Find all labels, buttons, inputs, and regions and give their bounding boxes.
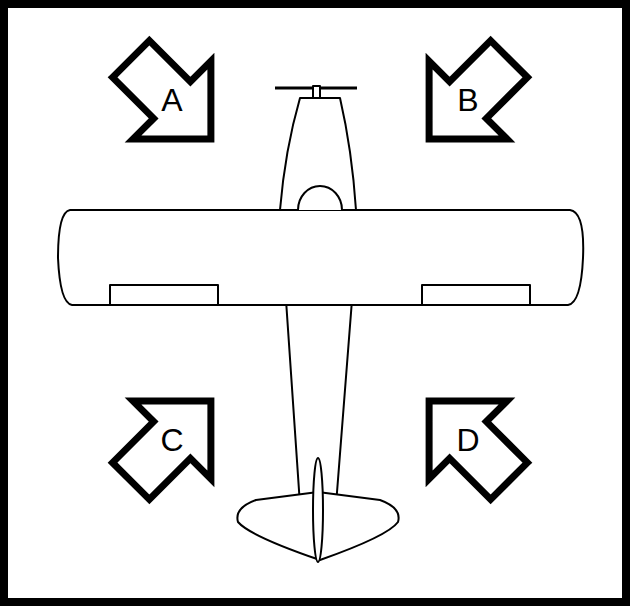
frame	[4, 4, 626, 602]
block-arrow: B	[388, 20, 548, 180]
cockpit	[298, 186, 342, 210]
block-arrow: D	[388, 360, 548, 520]
block-arrow: C	[92, 360, 252, 520]
wing	[58, 210, 583, 305]
arrow-letter: A	[92, 20, 252, 180]
arrow-letter: D	[388, 360, 548, 520]
arrow-letter: B	[388, 20, 548, 180]
propeller-hub	[313, 86, 320, 98]
nose	[280, 98, 356, 210]
arrow-letter: C	[92, 360, 252, 520]
aileron	[422, 285, 530, 305]
aileron	[110, 285, 218, 305]
block-arrow: A	[92, 20, 252, 180]
vertical-fin	[313, 458, 323, 562]
